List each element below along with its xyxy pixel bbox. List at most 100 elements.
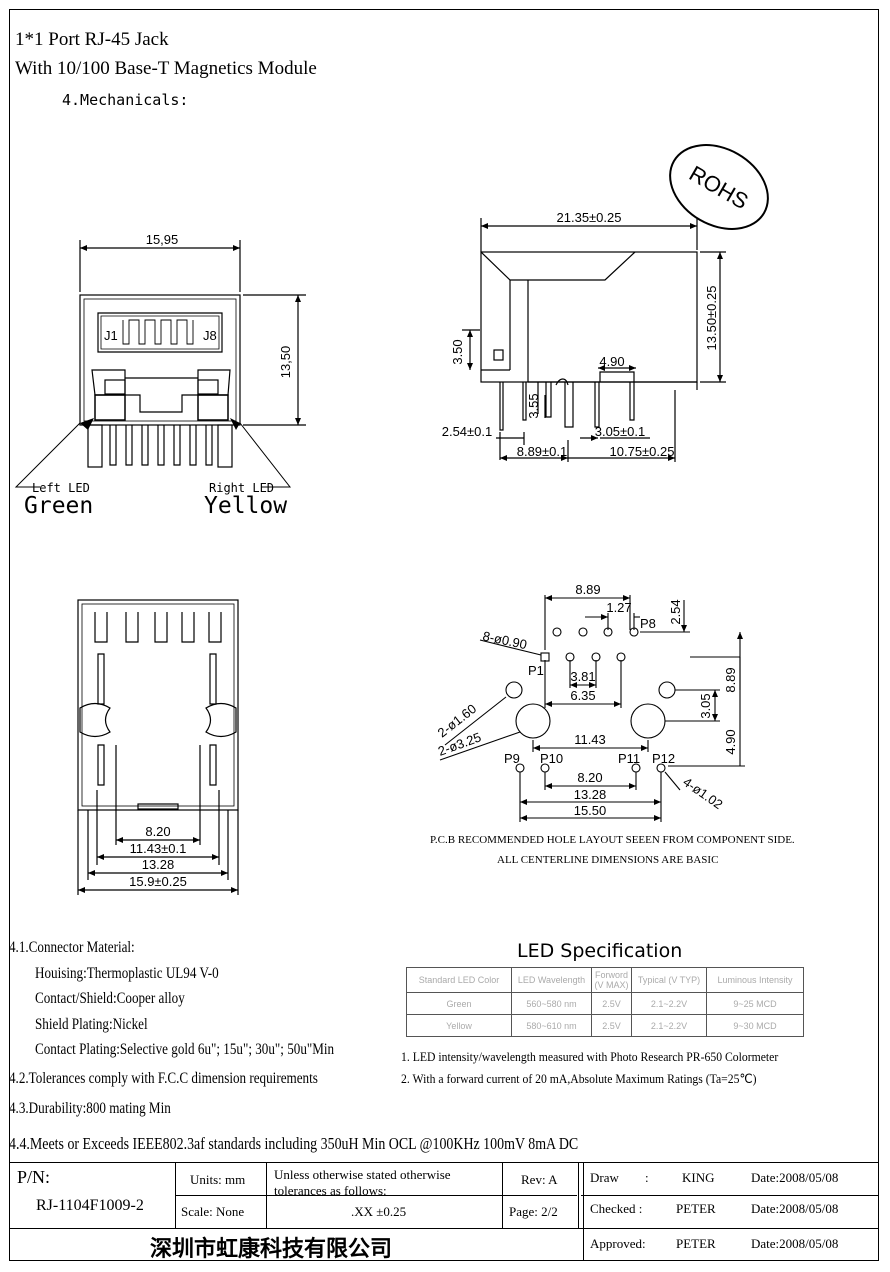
side-dim-889: 8.89±0.1	[517, 444, 568, 459]
side-length-dim: 21.35±0.25	[557, 210, 622, 225]
spec-plating: Shield Plating:Nickel	[35, 1016, 148, 1033]
page-cell: Page: 2/2	[509, 1204, 558, 1219]
led-cell: Yellow	[406, 1014, 512, 1037]
led-cell: 2.5V	[591, 1014, 632, 1037]
right-led-label: Right LED	[209, 481, 275, 495]
left-led-label: Left LED	[32, 481, 90, 495]
checked-name: PETER	[676, 1201, 716, 1216]
side-dim-350: 3.50	[450, 339, 465, 364]
side-dim-305: 3.05±0.1	[595, 424, 646, 439]
pn-value: RJ-1104F1009-2	[36, 1197, 144, 1214]
draw-date: Date:2008/05/08	[751, 1170, 839, 1185]
side-dim-1075: 10.75±0.25	[610, 444, 675, 459]
spec-4-2: 4.2.Tolerances comply with F.C.C dimensi…	[9, 1070, 318, 1087]
tolerance-value: .XX ±0.25	[351, 1204, 407, 1219]
approved-date: Date:2008/05/08	[751, 1236, 839, 1251]
draw-colon: :	[645, 1170, 649, 1185]
mechanical-drawings: ROHS 15,95 13,50 J1 J8	[14, 144, 769, 895]
pcb-dim-1143: 11.43	[574, 732, 606, 747]
right-led-color: Yellow	[204, 493, 288, 519]
led-cell: 2.1~2.2V	[631, 992, 707, 1015]
pin-j8-label: J8	[203, 328, 217, 343]
tb-rule	[9, 1228, 879, 1230]
tb-rule	[583, 1162, 584, 1261]
title-line-1: 1*1 Port RJ-45 Jack	[15, 29, 169, 50]
pcb-layout	[439, 595, 745, 822]
led-cell: Green	[406, 992, 512, 1015]
side-dim-490: 4.90	[599, 354, 624, 369]
pn-label: P/N:	[17, 1167, 51, 1187]
led-header-color: Standard LED Color	[406, 967, 512, 993]
pcb-label-102: 4-ø1.02	[680, 774, 725, 812]
company-name: 深圳市虹康科技有限公司	[150, 1237, 393, 1262]
approved-name: PETER	[676, 1236, 716, 1251]
rohs-stamp: ROHS	[669, 144, 769, 230]
led-spec-title: LED Specification	[517, 940, 683, 962]
title-block: P/N: RJ-1104F1009-2 Units: mm Scale: Non…	[9, 1162, 879, 1262]
tb-rule	[9, 1162, 879, 1164]
tb-rule	[581, 1195, 879, 1196]
pcb-label-p8: P8	[640, 616, 656, 631]
title-line-2: With 10/100 Base-T Magnetics Module	[15, 58, 317, 79]
checked-label: Checked :	[590, 1201, 643, 1216]
led-cell: 580~610 nm	[511, 1014, 592, 1037]
led-cell: 9~25 MCD	[706, 992, 804, 1015]
led-header-intensity: Luminous Intensity	[706, 967, 804, 993]
rohs-text: ROHS	[685, 161, 753, 214]
tb-rule	[502, 1162, 503, 1228]
led-header-typical: Typical (V TYP)	[631, 967, 707, 993]
side-view	[462, 218, 726, 462]
bottom-dim-820: 8.20	[145, 824, 170, 839]
led-header-wavelength: LED Wavelength	[511, 967, 592, 993]
led-cell: 2.1~2.2V	[631, 1014, 707, 1037]
tb-rule	[266, 1162, 267, 1228]
pcb-dim-635: 6.35	[570, 688, 595, 703]
tb-rule	[175, 1195, 577, 1196]
spec-4-3: 4.3.Durability:800 mating Min	[9, 1100, 171, 1117]
pcb-label-holes8: 8-ø0.90	[481, 628, 528, 652]
spec-housing: Houising:Thermoplastic UL94 V-0	[35, 965, 219, 982]
pin-j1-label: J1	[104, 328, 118, 343]
tolerance-text-2: tolerances as follows:	[274, 1183, 387, 1198]
bottom-dim-159: 15.9±0.25	[129, 874, 187, 889]
spec-contact-plating: Contact Plating:Selective gold 6u"; 15u"…	[35, 1041, 335, 1058]
pcb-label-p11: P11	[618, 751, 640, 766]
front-view	[14, 240, 306, 488]
led-note-1: 1. LED intensity/wavelength measured wit…	[401, 1049, 779, 1064]
spec-4-4: 4.4.Meets or Exceeds IEEE802.3af standar…	[9, 1134, 579, 1153]
side-height-dim: 13.50±0.25	[704, 286, 719, 351]
side-dim-254: 2.54±0.1	[442, 424, 493, 439]
approved-label: Approved:	[590, 1236, 646, 1251]
left-led-color: Green	[24, 493, 94, 519]
led-note-2: 2. With a forward current of 20 mA,Absol…	[401, 1071, 757, 1086]
pcb-note-1: P.C.B RECOMMENDED HOLE LAYOUT SEEEN FROM…	[430, 834, 795, 846]
pcb-dim-254: 2.54	[668, 599, 683, 624]
front-height-dim: 13,50	[278, 346, 293, 379]
pcb-label-p9: P9	[504, 751, 520, 766]
pcb-label-p1: P1	[528, 663, 544, 678]
led-cell: 2.5V	[591, 992, 632, 1015]
pcb-dim-1550: 15.50	[574, 803, 607, 818]
bottom-dim-1328: 13.28	[142, 857, 175, 872]
side-dim-355: 3.55	[526, 393, 541, 418]
drawing-sheet	[9, 9, 879, 1261]
pcb-dim-127: 1.27	[606, 600, 631, 615]
led-header-forward: Forword (V MAX)	[591, 967, 632, 993]
pcb-label-p12: P12	[652, 751, 675, 766]
bottom-dim-1143: 11.43±0.1	[130, 841, 187, 856]
bottom-view	[77, 599, 239, 895]
pcb-dim-820: 8.20	[577, 770, 602, 785]
pcb-dim-1328: 13.28	[574, 787, 607, 802]
checked-date: Date:2008/05/08	[751, 1201, 839, 1216]
pcb-dim-889-right: 8.89	[723, 667, 738, 692]
pcb-label-p10: P10	[540, 751, 563, 766]
tb-rule	[175, 1162, 176, 1228]
draw-label: Draw	[590, 1170, 619, 1185]
led-cell: 9~30 MCD	[706, 1014, 804, 1037]
section-heading: 4.Mechanicals:	[62, 91, 189, 109]
rev-cell: Rev: A	[521, 1172, 558, 1187]
pcb-dim-490: 4.90	[723, 729, 738, 754]
led-spec-table: Standard LED Color LED Wavelength Forwor…	[406, 967, 804, 1037]
pcb-dim-305: 3.05	[698, 693, 713, 718]
draw-name: KING	[682, 1170, 715, 1185]
